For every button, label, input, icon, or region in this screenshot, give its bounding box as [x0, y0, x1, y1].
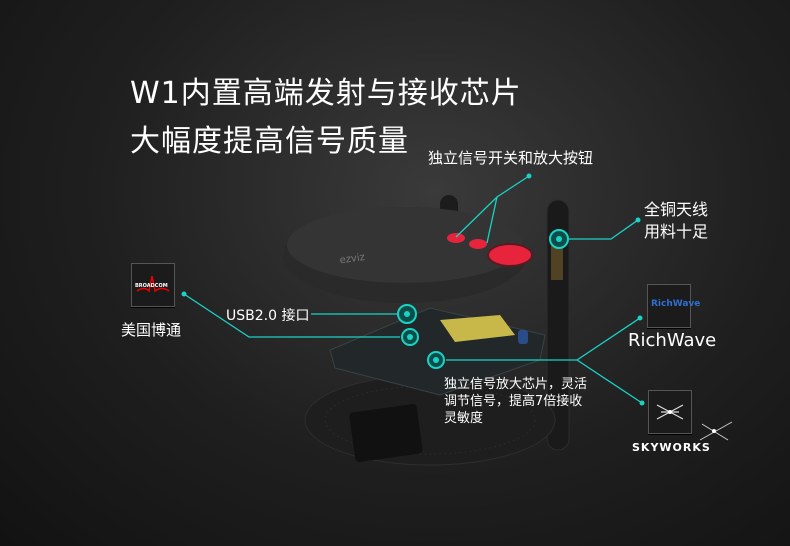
chip-callout: 独立信号放大芯片，灵活 调节信号，提高7倍接收 灵敏度: [444, 376, 587, 427]
chip-block: [349, 404, 423, 462]
shield-connector: [440, 315, 515, 342]
richwave-logo-text: RichWave: [651, 299, 701, 309]
richwave-label: RichWave: [628, 330, 717, 351]
chip-callout-line3: 灵敏度: [444, 411, 484, 426]
antenna-callout-2: 用料十足: [644, 222, 709, 241]
chip-callout-line2: 调节信号，提高7倍接收: [444, 394, 583, 409]
antenna-callout-1: 全铜天线: [644, 200, 709, 219]
richwave-logo: RichWave: [647, 284, 700, 328]
broadcom-label: 美国博通: [121, 321, 182, 339]
skyworks-label: SKYWORKS: [632, 441, 711, 454]
skyworks-star-icon: [656, 404, 684, 420]
broadcom-logo: BROADCOM: [131, 263, 175, 307]
hotspot-markers: [397, 229, 569, 369]
callout-lines: [183, 175, 643, 404]
buttons-callout: 独立信号开关和放大按钮: [428, 149, 594, 167]
skyworks-logo: [648, 390, 692, 434]
button-main: [487, 243, 533, 267]
usb-callout: USB2.0 接口: [226, 308, 310, 324]
headline-line1: W1内置高端发射与接收芯片: [130, 76, 522, 111]
headline-line2: 大幅度提高信号质量: [130, 124, 409, 159]
button-1: [447, 233, 465, 243]
chip-callout-line1: 独立信号放大芯片，灵活: [444, 377, 588, 392]
broadcom-logo-text: BROADCOM: [135, 283, 168, 289]
svg-text:ezviz: ezviz: [339, 252, 366, 266]
button-2: [469, 239, 487, 249]
